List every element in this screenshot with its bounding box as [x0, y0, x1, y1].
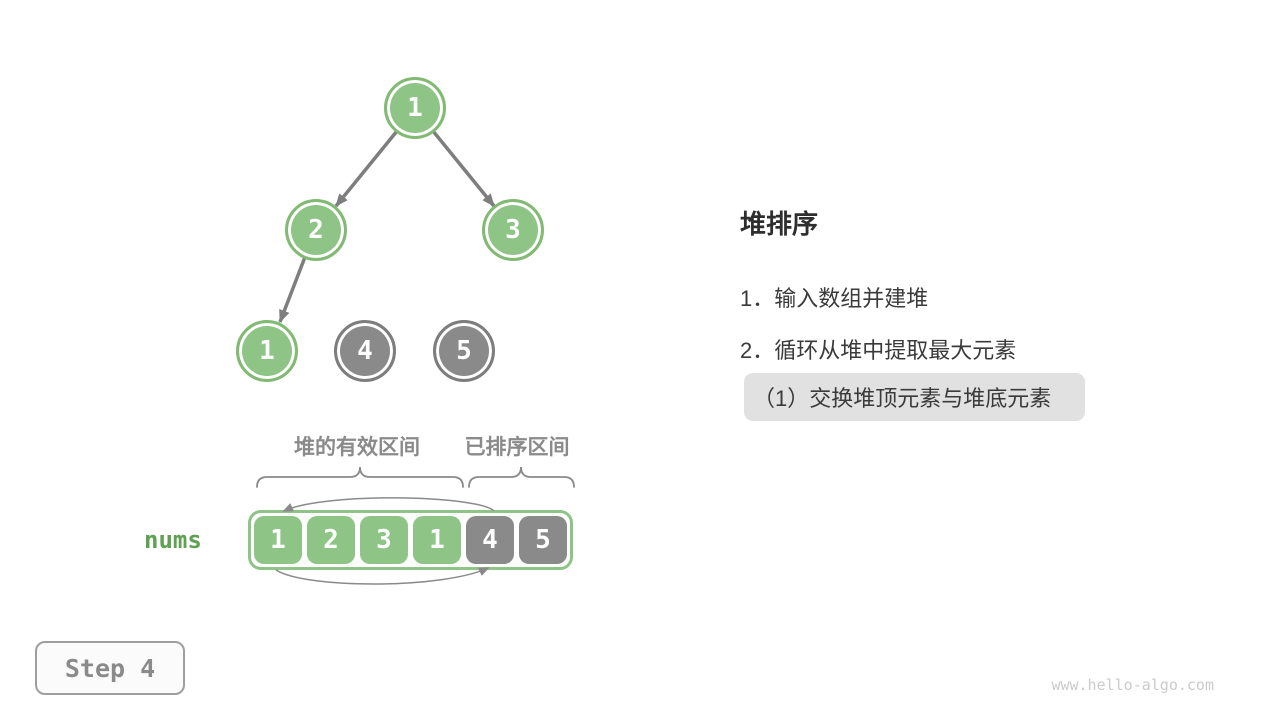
panel-step-2: 2．循环从堆中提取最大元素	[740, 338, 1017, 363]
heap-range-label: 堆的有效区间	[294, 436, 420, 459]
tree-node-left: 2	[285, 199, 347, 261]
array-cell-4: 4	[466, 516, 514, 564]
array-cell-5: 5	[519, 516, 567, 564]
array-cell-1: 2	[307, 516, 355, 564]
tree-node-leaf: 1	[236, 320, 298, 382]
array-name-label: nums	[144, 526, 202, 554]
sorted-range-label: 已排序区间	[464, 436, 570, 459]
edge-left-to-grandchild	[278, 256, 307, 324]
tree-node-sorted-4: 4	[334, 320, 396, 382]
array-cell-3: 1	[413, 516, 461, 564]
edge-root-to-left-child	[334, 129, 399, 208]
edge-root-to-right-child	[431, 129, 496, 208]
range-braces	[256, 466, 575, 488]
heap-range-brace	[256, 466, 464, 488]
watermark: www.hello-algo.com	[1051, 676, 1214, 694]
nums-array: 1 2 3 1 4 5	[248, 510, 573, 570]
step-badge: Step 4	[35, 641, 185, 695]
panel-step-1: 1．输入数组并建堆	[740, 286, 929, 311]
tree-node-right: 3	[482, 199, 544, 261]
array-cell-2: 3	[360, 516, 408, 564]
array-cell-0: 1	[254, 516, 302, 564]
swap-arrow-bottom	[275, 567, 490, 585]
tree-node-sorted-5: 5	[433, 320, 495, 382]
panel-current-substep: （1）交换堆顶元素与堆底元素	[744, 373, 1085, 421]
sorted-range-brace	[468, 466, 575, 488]
tree-node-root: 1	[384, 77, 446, 139]
page-title: 堆排序	[740, 209, 819, 239]
